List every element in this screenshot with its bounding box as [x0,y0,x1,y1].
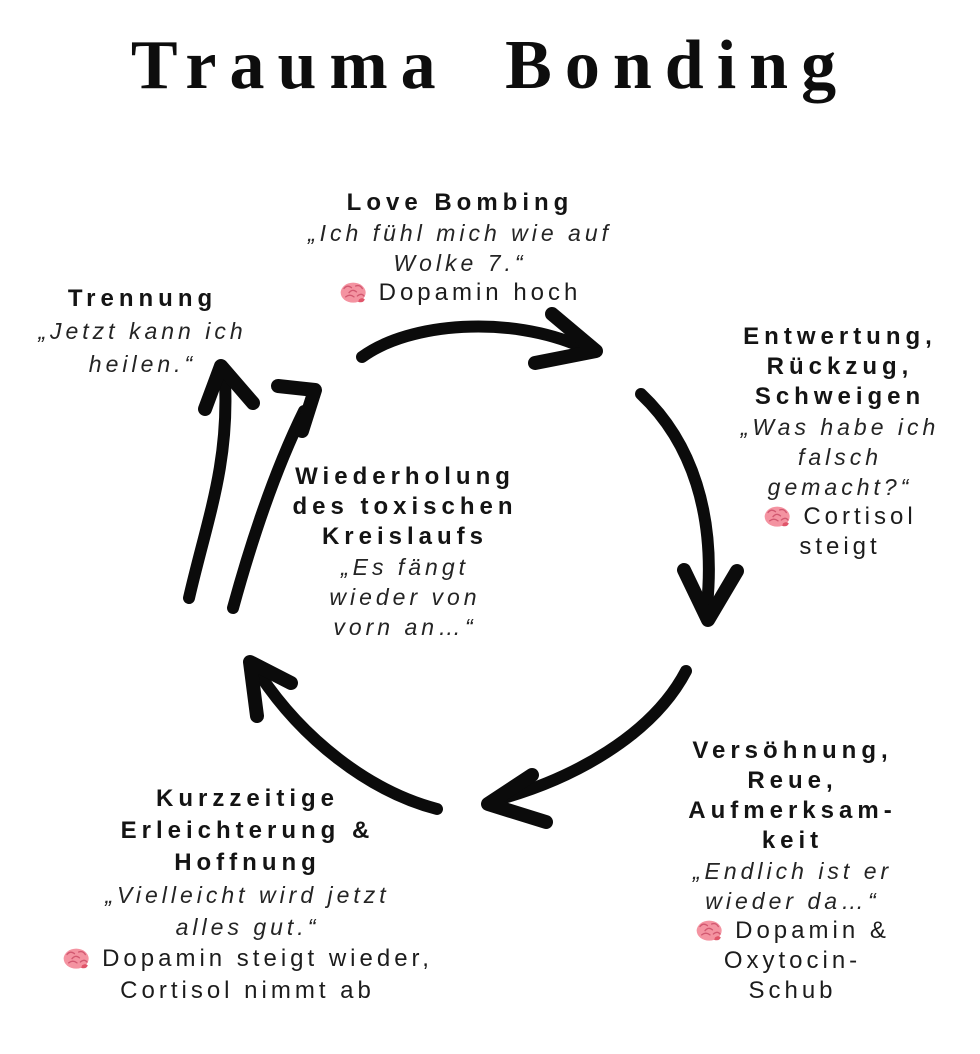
stage-entwertung: Entwertung, Rückzug, Schweigen „Was habe… [700,322,980,562]
effect-text: Cortisol [803,503,917,530]
arrow-bottom-left-arc [254,669,443,815]
effect-text: Dopamin & [735,917,890,944]
arrow-top-arc [356,320,588,363]
arrow-fork-right-arc [227,405,310,614]
stage-trennung: Trennung „Jetzt kann ich heilen.“ [0,282,285,381]
stage-quote-line: „Es fängt [340,554,470,580]
effect-text: Cortisol nimmt ab [120,977,375,1004]
effect-row: Dopamin & [640,916,945,946]
stage-title: Versöhnung, [692,737,893,764]
stage-quote-line: falsch [797,444,883,470]
stage-quote-line: Wolke 7.“ [393,250,527,276]
stage-quote-line: alles gut.“ [175,914,320,940]
stage-versoehnung: Versöhnung, Reue, Aufmerksam- keit „Endl… [640,736,945,1006]
arrow-fork-right-head [271,379,322,438]
stage-wiederholung: Wiederholung des toxischen Kreislaufs „E… [255,462,555,642]
arrow-top-head [528,307,603,370]
stage-kurzzeitige: Kurzzeitige Erleichterung & Hoffnung „Vi… [5,783,490,1007]
brain-icon [63,948,89,969]
stage-title: Wiederholung [295,463,515,490]
stage-title: Rückzug, [766,353,914,380]
stage-title: Kreislaufs [321,523,489,550]
arrow-fork-left-head [198,359,260,416]
stage-quote-line: vorn an…“ [333,614,477,640]
arrow-right-head [677,563,744,627]
stage-quote-line: wieder von [329,584,481,610]
arrow-bottom-right-head [481,768,553,829]
brain-icon [696,920,722,941]
arrow-right-arc [635,388,715,612]
stage-title: Reue, [747,767,838,794]
stage-title: Love Bombing [346,189,574,216]
stage-quote-line: „Vielleicht wird jetzt [105,882,390,908]
page-title: Trauma Bonding [130,27,850,104]
arrow-bottom-right-arc [494,665,692,805]
stage-love-bombing: Love Bombing „Ich fühl mich wie auf Wolk… [230,188,690,308]
stage-title: Schweigen [754,383,926,410]
arrow-bottom-left-head [243,655,298,723]
stage-quote-line: wieder da…“ [705,888,880,914]
brain-icon [764,506,790,527]
arrow-fork-left-arc [183,376,232,604]
stage-title: Kurzzeitige [155,785,339,812]
stage-title: Aufmerksam- [688,797,897,824]
stage-quote-line: „Was habe ich [740,414,940,440]
effect-row: Dopamin hoch [230,278,690,308]
effect-row: Cortisol [700,502,980,532]
effect-text: Dopamin hoch [378,279,582,306]
stage-title: des toxischen [292,493,518,520]
effect-text: Dopamin steigt wieder, [102,945,433,972]
stage-quote-line: gemacht?“ [767,474,913,500]
stage-quote-line: „Endlich ist er [692,858,893,884]
effect-row: Dopamin steigt wieder, [5,943,490,975]
stage-quote-line: heilen.“ [88,351,197,377]
effect-text: Oxytocin- [723,947,862,974]
stage-quote-line: „Ich fühl mich wie auf [307,220,613,246]
stage-title: Hoffnung [174,849,321,876]
stage-title: Entwertung, [743,323,937,350]
brain-icon [340,282,366,303]
stage-quote-line: „Jetzt kann ich [38,318,247,344]
effect-text: steigt [799,533,881,560]
effect-text: Schub [748,977,837,1004]
stage-title: Trennung [67,285,218,312]
stage-title: Erleichterung & [120,817,375,844]
stage-title: keit [761,827,824,854]
